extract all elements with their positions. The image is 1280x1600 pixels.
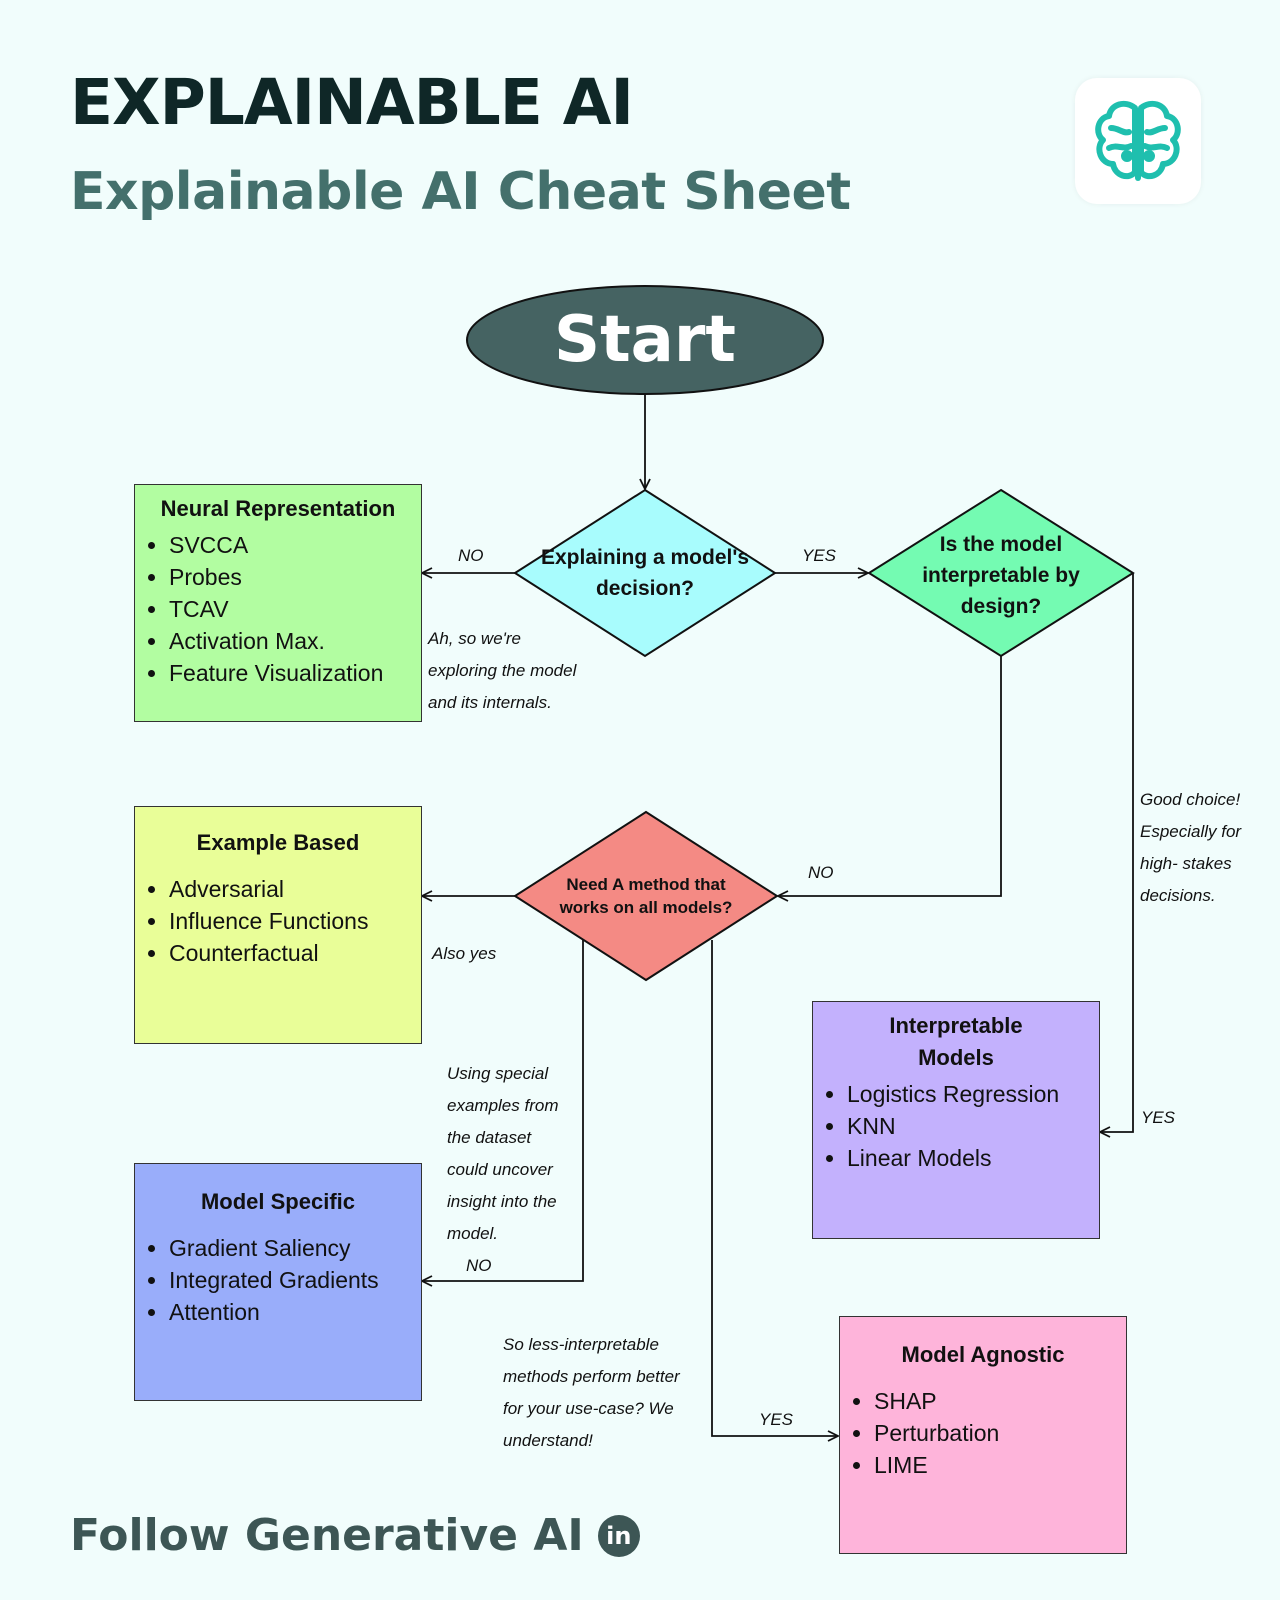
- note-less-interpretable: So less-interpretable methods perform be…: [503, 1335, 680, 1450]
- footer-text: Follow Generative AI: [70, 1510, 584, 1561]
- edge-all-models-no: [422, 940, 584, 1281]
- logo: [1075, 78, 1201, 204]
- box-model-agnostic: Model Agnostic SHAP Perturbation LIME: [839, 1316, 1127, 1554]
- box-neural-representation: Neural Representation SVCCA Probes TCAV …: [134, 484, 422, 722]
- edge-label-yes: YES: [802, 546, 837, 565]
- list-item: Activation Max.: [169, 625, 411, 657]
- note-good-choice: Good choice! Especially for high- stakes…: [1140, 790, 1242, 905]
- list-item: Linear Models: [847, 1142, 1089, 1174]
- list-item: Integrated Gradients: [169, 1264, 411, 1296]
- edge-all-models-yes: [711, 940, 838, 1436]
- box-example-based: Example Based Adversarial Influence Func…: [134, 806, 422, 1044]
- page-subtitle: Explainable AI Cheat Sheet: [70, 162, 851, 222]
- list-item: Probes: [169, 561, 411, 593]
- edge-interpretable-yes: [1100, 573, 1134, 1132]
- list-item: Feature Visualization: [169, 657, 411, 689]
- edge-label-yes: YES: [759, 1410, 794, 1429]
- list-item: LIME: [874, 1449, 1116, 1481]
- linkedin-icon[interactable]: in: [597, 1514, 640, 1557]
- box-model-specific: Model Specific Gradient Saliency Integra…: [134, 1163, 422, 1401]
- edge-label-no: NO: [466, 1256, 492, 1275]
- footer: Follow Generative AI in: [70, 1510, 640, 1561]
- page-title: EXPLAINABLE AI: [70, 66, 634, 139]
- box-title: Neural Representation: [160, 496, 396, 521]
- list-item: Influence Functions: [169, 905, 411, 937]
- box-title: Model Agnostic: [901, 1342, 1065, 1367]
- decision-all-models-shape: [513, 810, 779, 982]
- list-item: Perturbation: [874, 1417, 1116, 1449]
- edge-label-yes: YES: [1141, 1108, 1176, 1127]
- decision-interpretable: Is the model interpretable by design?: [922, 532, 1080, 618]
- brain-icon: [1095, 100, 1181, 181]
- edge-label-no: NO: [808, 863, 834, 882]
- list-item: Gradient Saliency: [169, 1232, 411, 1264]
- list-item: Counterfactual: [169, 937, 411, 969]
- note-internals: Ah, so we're exploring the model and its…: [428, 629, 577, 712]
- list-item: Logistics Regression: [847, 1078, 1089, 1110]
- list-item: Adversarial: [169, 873, 411, 905]
- edge-interpretable-no: [778, 656, 1002, 896]
- box-title: Model Specific: [200, 1189, 356, 1214]
- list-item: Attention: [169, 1296, 411, 1328]
- decision-explaining-shape: [513, 488, 777, 658]
- edge-label-no: NO: [458, 546, 484, 565]
- box-interpretable-models: Interpretable Models Logistics Regressio…: [812, 1001, 1100, 1239]
- decision-all-models: Need A method that works on all models?: [559, 875, 733, 917]
- note-special-examples: Using special examples from the dataset …: [447, 1064, 559, 1243]
- list-item: TCAV: [169, 593, 411, 625]
- list-item: KNN: [847, 1110, 1089, 1142]
- start-label: Start: [553, 303, 737, 377]
- list-item: SVCCA: [169, 529, 411, 561]
- box-title: Interpretable Models: [889, 1013, 1023, 1070]
- list-item: SHAP: [874, 1385, 1116, 1417]
- box-title: Example Based: [196, 830, 360, 855]
- note-also-yes: Also yes: [432, 944, 497, 963]
- decision-explaining: Explaining a model's decision?: [540, 546, 750, 600]
